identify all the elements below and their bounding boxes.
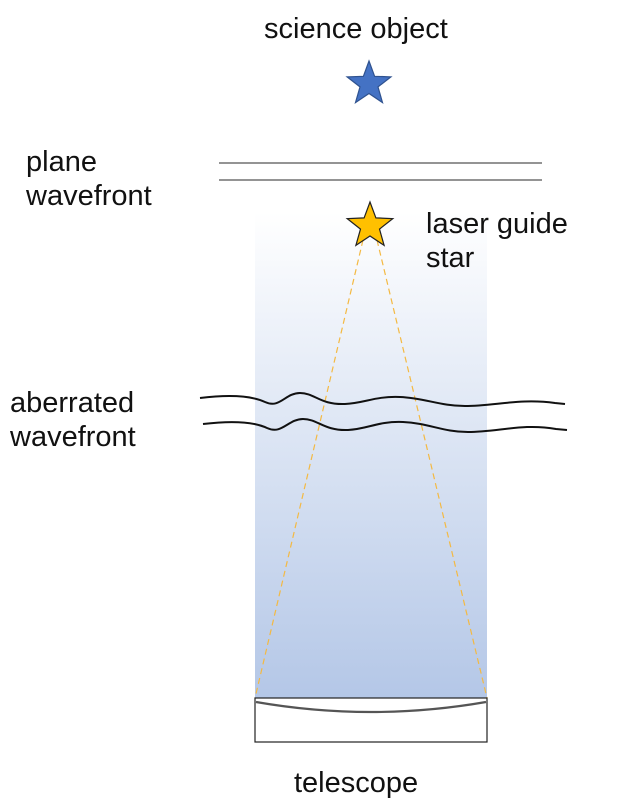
aberrated-wavefront-line-bottom xyxy=(202,417,568,434)
light-column xyxy=(255,212,487,698)
laser-beam-right xyxy=(376,239,488,699)
science-object-star-icon xyxy=(345,59,393,105)
aberrated-wavefront-line-top xyxy=(199,391,566,408)
laser-guide-star-label: laser guide star xyxy=(426,208,568,274)
aberrated-wavefront-label: aberrated wavefront xyxy=(10,387,136,453)
laser-beam-left xyxy=(254,239,364,699)
telescope-mirror xyxy=(255,700,487,714)
science-object-label: science object xyxy=(264,13,448,45)
telescope-label: telescope xyxy=(294,767,419,799)
telescope-body xyxy=(254,697,488,743)
plane-wavefront-label: plane wavefront xyxy=(26,146,152,212)
laser-guide-star-icon xyxy=(345,200,395,247)
